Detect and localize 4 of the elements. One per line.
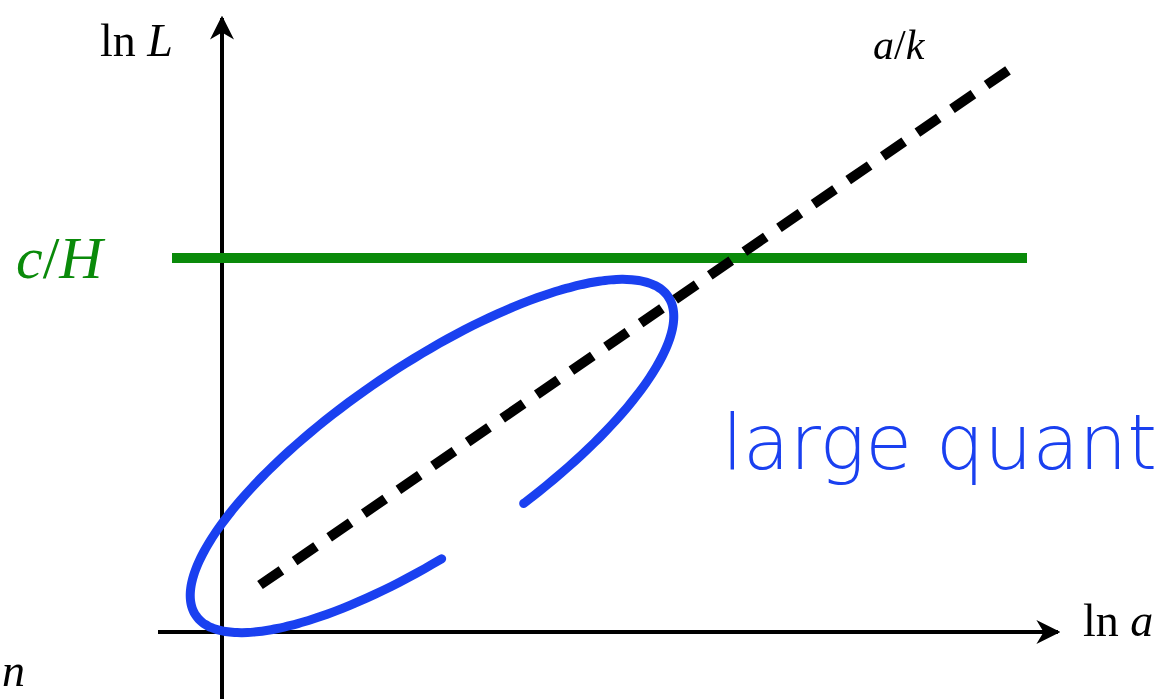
axis-label: ln L bbox=[100, 18, 173, 64]
line-label: a/k bbox=[873, 24, 925, 66]
axis-label: ln a bbox=[1083, 598, 1154, 644]
axis-label: n bbox=[2, 648, 25, 694]
